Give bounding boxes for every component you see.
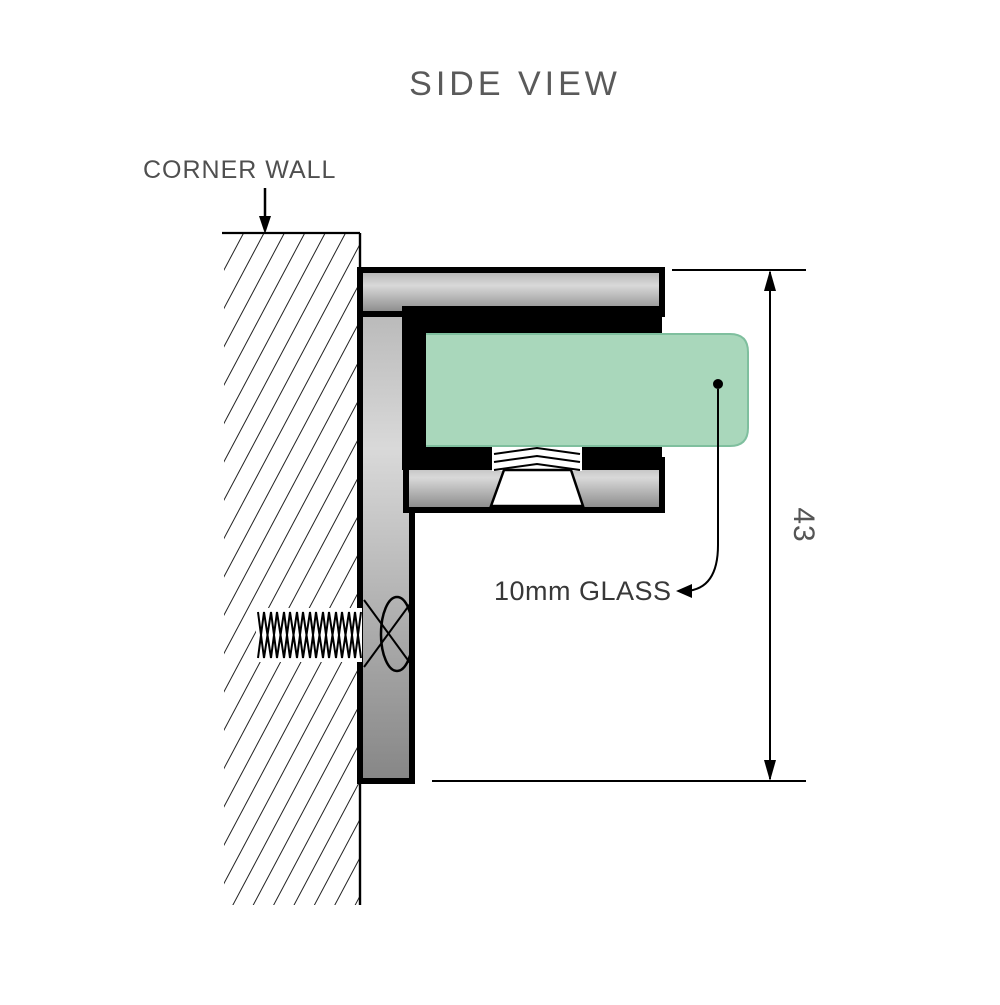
glass-panel [426,334,748,446]
leader-line [685,389,719,592]
glass-label: 10mm GLASS [494,576,672,606]
down-arrow-icon [764,760,776,781]
screw-head [379,595,415,673]
fixing-screw [256,595,415,673]
grub-screw-rib [493,462,581,471]
grub-screw-rib-area [492,447,582,471]
screw-thread-zigzag [257,611,362,659]
dimension-label: 43 [787,507,820,542]
left-arrow-icon [676,584,692,598]
glass-callout: 10mm GLASS [494,379,723,606]
grub-screw-rib [493,446,581,455]
corner-wall-label: CORNER WALL [143,156,336,184]
grub-screw-rib [493,454,581,463]
glass-panel-edge [426,333,749,447]
screw-head-cross [363,599,414,668]
grub-screw-body [489,468,585,508]
diagram-title: SIDE VIEW [409,65,621,103]
wall [222,231,362,905]
grub-screw [489,446,585,508]
screw-thread-zigzag [257,611,362,659]
up-arrow-icon [764,270,776,291]
dimension: 43 [432,269,820,782]
gasket-channel [402,306,662,470]
corner-wall-callout: CORNER WALL [143,156,336,234]
down-arrow-icon [259,216,271,234]
wall-hatching [224,233,360,905]
leader-dot [713,379,723,389]
